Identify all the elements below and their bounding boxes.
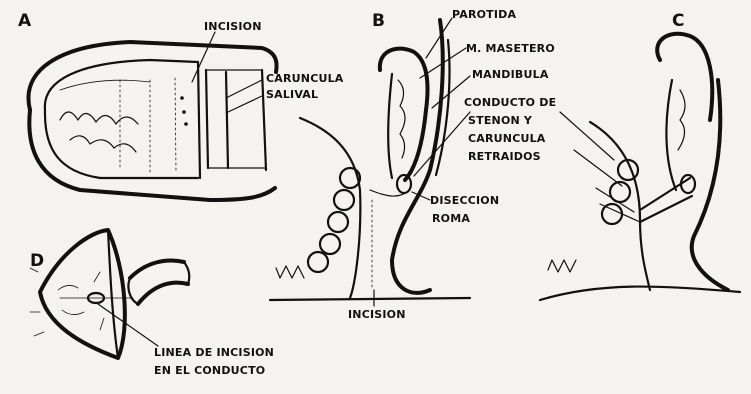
- panel-label-d: D: [30, 251, 44, 271]
- label-conducto-line3: CARUNCULA: [468, 132, 546, 145]
- panel-label-b: B: [372, 11, 385, 31]
- label-conducto-line1: CONDUCTO DE: [464, 96, 556, 109]
- label-masetero: M. MASETERO: [466, 42, 555, 55]
- label-conducto-line4: RETRAIDOS: [468, 150, 541, 163]
- label-conducto-line2: STENON Y: [468, 114, 533, 127]
- label-linea-incision-line1: LINEA DE INCISION: [154, 346, 274, 359]
- panel-c-drawing: [540, 34, 740, 300]
- label-parotida: PAROTIDA: [452, 8, 517, 21]
- label-caruncula-salival-line2: SALIVAL: [266, 88, 318, 101]
- panel-label-a: A: [18, 11, 32, 31]
- label-diseccion-line1: DISECCION: [430, 194, 499, 207]
- label-mandibula: MANDIBULA: [472, 68, 549, 81]
- panel-label-c: C: [672, 11, 684, 31]
- panel-d-drawing: [30, 230, 189, 358]
- label-incision-bottom: INCISION: [348, 308, 406, 321]
- panel-b-drawing: [270, 18, 470, 306]
- panel-a-drawing: [28, 32, 276, 200]
- label-caruncula-salival-line1: CARUNCULA: [266, 72, 344, 85]
- label-incision-top: INCISION: [204, 20, 262, 33]
- label-linea-incision-line2: EN EL CONDUCTO: [154, 364, 265, 377]
- label-diseccion-line2: ROMA: [432, 212, 470, 225]
